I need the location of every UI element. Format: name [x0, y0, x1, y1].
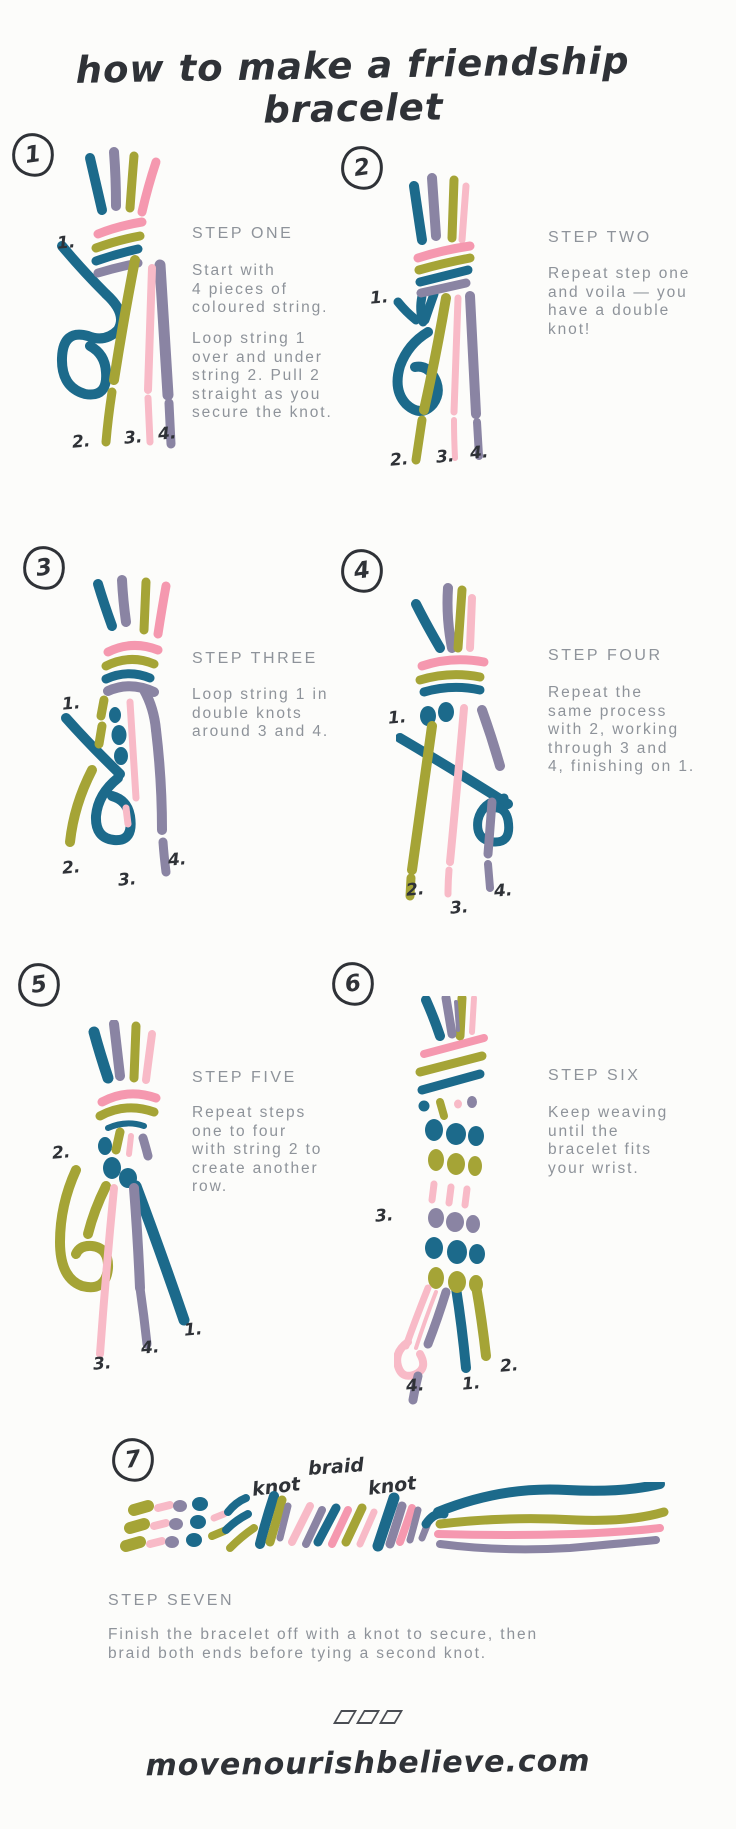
olive-string-2 — [54, 1021, 159, 1293]
teal-string-1 — [396, 599, 514, 847]
string-label: 1. — [369, 287, 390, 309]
string-label: 3. — [123, 427, 144, 449]
string-label: 3. — [92, 1353, 113, 1375]
woven-end — [120, 1494, 258, 1552]
string-label: 3. — [374, 1205, 395, 1227]
step-3-heading: STEP THREE — [192, 650, 318, 667]
string-label: 4. — [493, 880, 514, 902]
first-knot — [255, 1491, 292, 1549]
step-2-knot-drawing — [392, 173, 483, 465]
string-label: 1. — [461, 1373, 482, 1395]
step-1-knot-drawing — [56, 147, 176, 449]
pink-string-3 — [103, 581, 171, 828]
step-2-paragraph-1: Repeat step one and voila — you have a d… — [548, 265, 691, 338]
string-label: 2. — [389, 449, 410, 471]
string-label: 4. — [140, 1337, 161, 1359]
olive-string-2 — [65, 577, 159, 847]
step-5-knot-drawing — [54, 1020, 190, 1358]
string-label: 2. — [405, 879, 426, 901]
string-label: 1. — [387, 707, 408, 729]
second-knot — [372, 1492, 449, 1552]
step-2-number: 2 — [352, 154, 372, 182]
step-6-weave-drawing — [394, 996, 491, 1405]
step-4-knot-drawing — [396, 583, 514, 901]
step-1-paragraph-2: Loop string 1 over and under string 2. P… — [192, 330, 333, 422]
teal-string-1 — [61, 579, 155, 846]
step-4-heading: STEP FOUR — [548, 647, 663, 664]
string-label: 4. — [157, 423, 178, 445]
pink-string-3 — [93, 157, 161, 446]
pink-string-3 — [394, 996, 488, 1380]
braided-section — [288, 1502, 378, 1548]
loose-string-ends — [433, 1482, 669, 1554]
step-4-paragraph-1: Repeat the same process with 2, working … — [548, 684, 696, 776]
string-label: 4. — [469, 442, 490, 464]
step-5-heading: STEP FIVE — [192, 1069, 297, 1086]
step-7-heading: STEP SEVEN — [108, 1592, 235, 1609]
step-6-paragraph-1: Keep weaving until the bracelet fits you… — [548, 1104, 669, 1177]
parallelogram-icon — [378, 1710, 404, 1724]
step-4-number: 4 — [352, 557, 372, 585]
step-5-number: 5 — [29, 971, 49, 999]
string-label: 2. — [499, 1355, 520, 1377]
step-7-paragraph-1: Finish the bracelet off with a knot to s… — [108, 1626, 539, 1662]
step-2-number-badge: 2 — [338, 143, 386, 193]
pink-string-3 — [413, 182, 475, 461]
olive-string-2 — [415, 996, 491, 1361]
three-parallelograms-logo — [0, 1710, 736, 1724]
step-2-heading: STEP TWO — [548, 229, 652, 246]
braid-label: braid — [307, 1454, 365, 1480]
page-title: how to make a friendship bracelet — [75, 39, 630, 132]
step-3-knot-drawing — [61, 575, 171, 877]
purple-string-4 — [408, 996, 480, 1405]
step-6-heading: STEP SIX — [548, 1067, 641, 1084]
teal-string-1 — [88, 1026, 190, 1326]
step-7-number: 7 — [123, 1446, 143, 1474]
step-5-number-badge: 5 — [15, 960, 63, 1010]
step-6-number-badge: 6 — [329, 959, 377, 1009]
step-7-number-badge: 7 — [109, 1435, 157, 1485]
string-label: 2. — [71, 431, 92, 453]
step-4-number-badge: 4 — [338, 546, 386, 596]
string-label: 4. — [167, 849, 188, 871]
string-label: 3. — [435, 446, 456, 468]
purple-string-4 — [442, 583, 505, 892]
step-3-paragraph-1: Loop string 1 in double knots around 3 a… — [192, 686, 330, 741]
olive-string-2 — [91, 151, 145, 447]
step-1-number: 1 — [23, 141, 43, 169]
parallelogram-icon — [355, 1710, 381, 1724]
string-label: 2. — [51, 1142, 72, 1164]
step-5-paragraph-1: Repeat steps one to four with string 2 t… — [192, 1104, 323, 1196]
string-label: 1. — [56, 232, 77, 254]
teal-string-1 — [417, 996, 485, 1373]
olive-string-2 — [405, 585, 485, 901]
parallelogram-icon — [332, 1710, 358, 1724]
string-label: 3. — [449, 897, 470, 919]
string-label: 2. — [61, 857, 82, 879]
pink-string-3 — [96, 1030, 161, 1358]
purple-string-4 — [103, 575, 171, 877]
step-1-paragraph-1: Start with 4 pieces of coloured string. — [192, 262, 329, 317]
step-6-number: 6 — [343, 970, 363, 998]
purple-string-4 — [109, 1020, 153, 1349]
website-url: movenourishbelieve.com — [145, 1743, 591, 1784]
string-label: 1. — [61, 693, 82, 715]
olive-string-2 — [411, 175, 475, 465]
string-label: 4. — [405, 1375, 426, 1397]
purple-string-4 — [416, 173, 483, 460]
string-label: 1. — [183, 1319, 204, 1341]
string-label: 3. — [117, 869, 138, 891]
pink-string-3 — [417, 594, 489, 898]
step-7-finished-bracelet-drawing — [120, 1482, 669, 1554]
step-1-heading: STEP ONE — [192, 225, 294, 242]
